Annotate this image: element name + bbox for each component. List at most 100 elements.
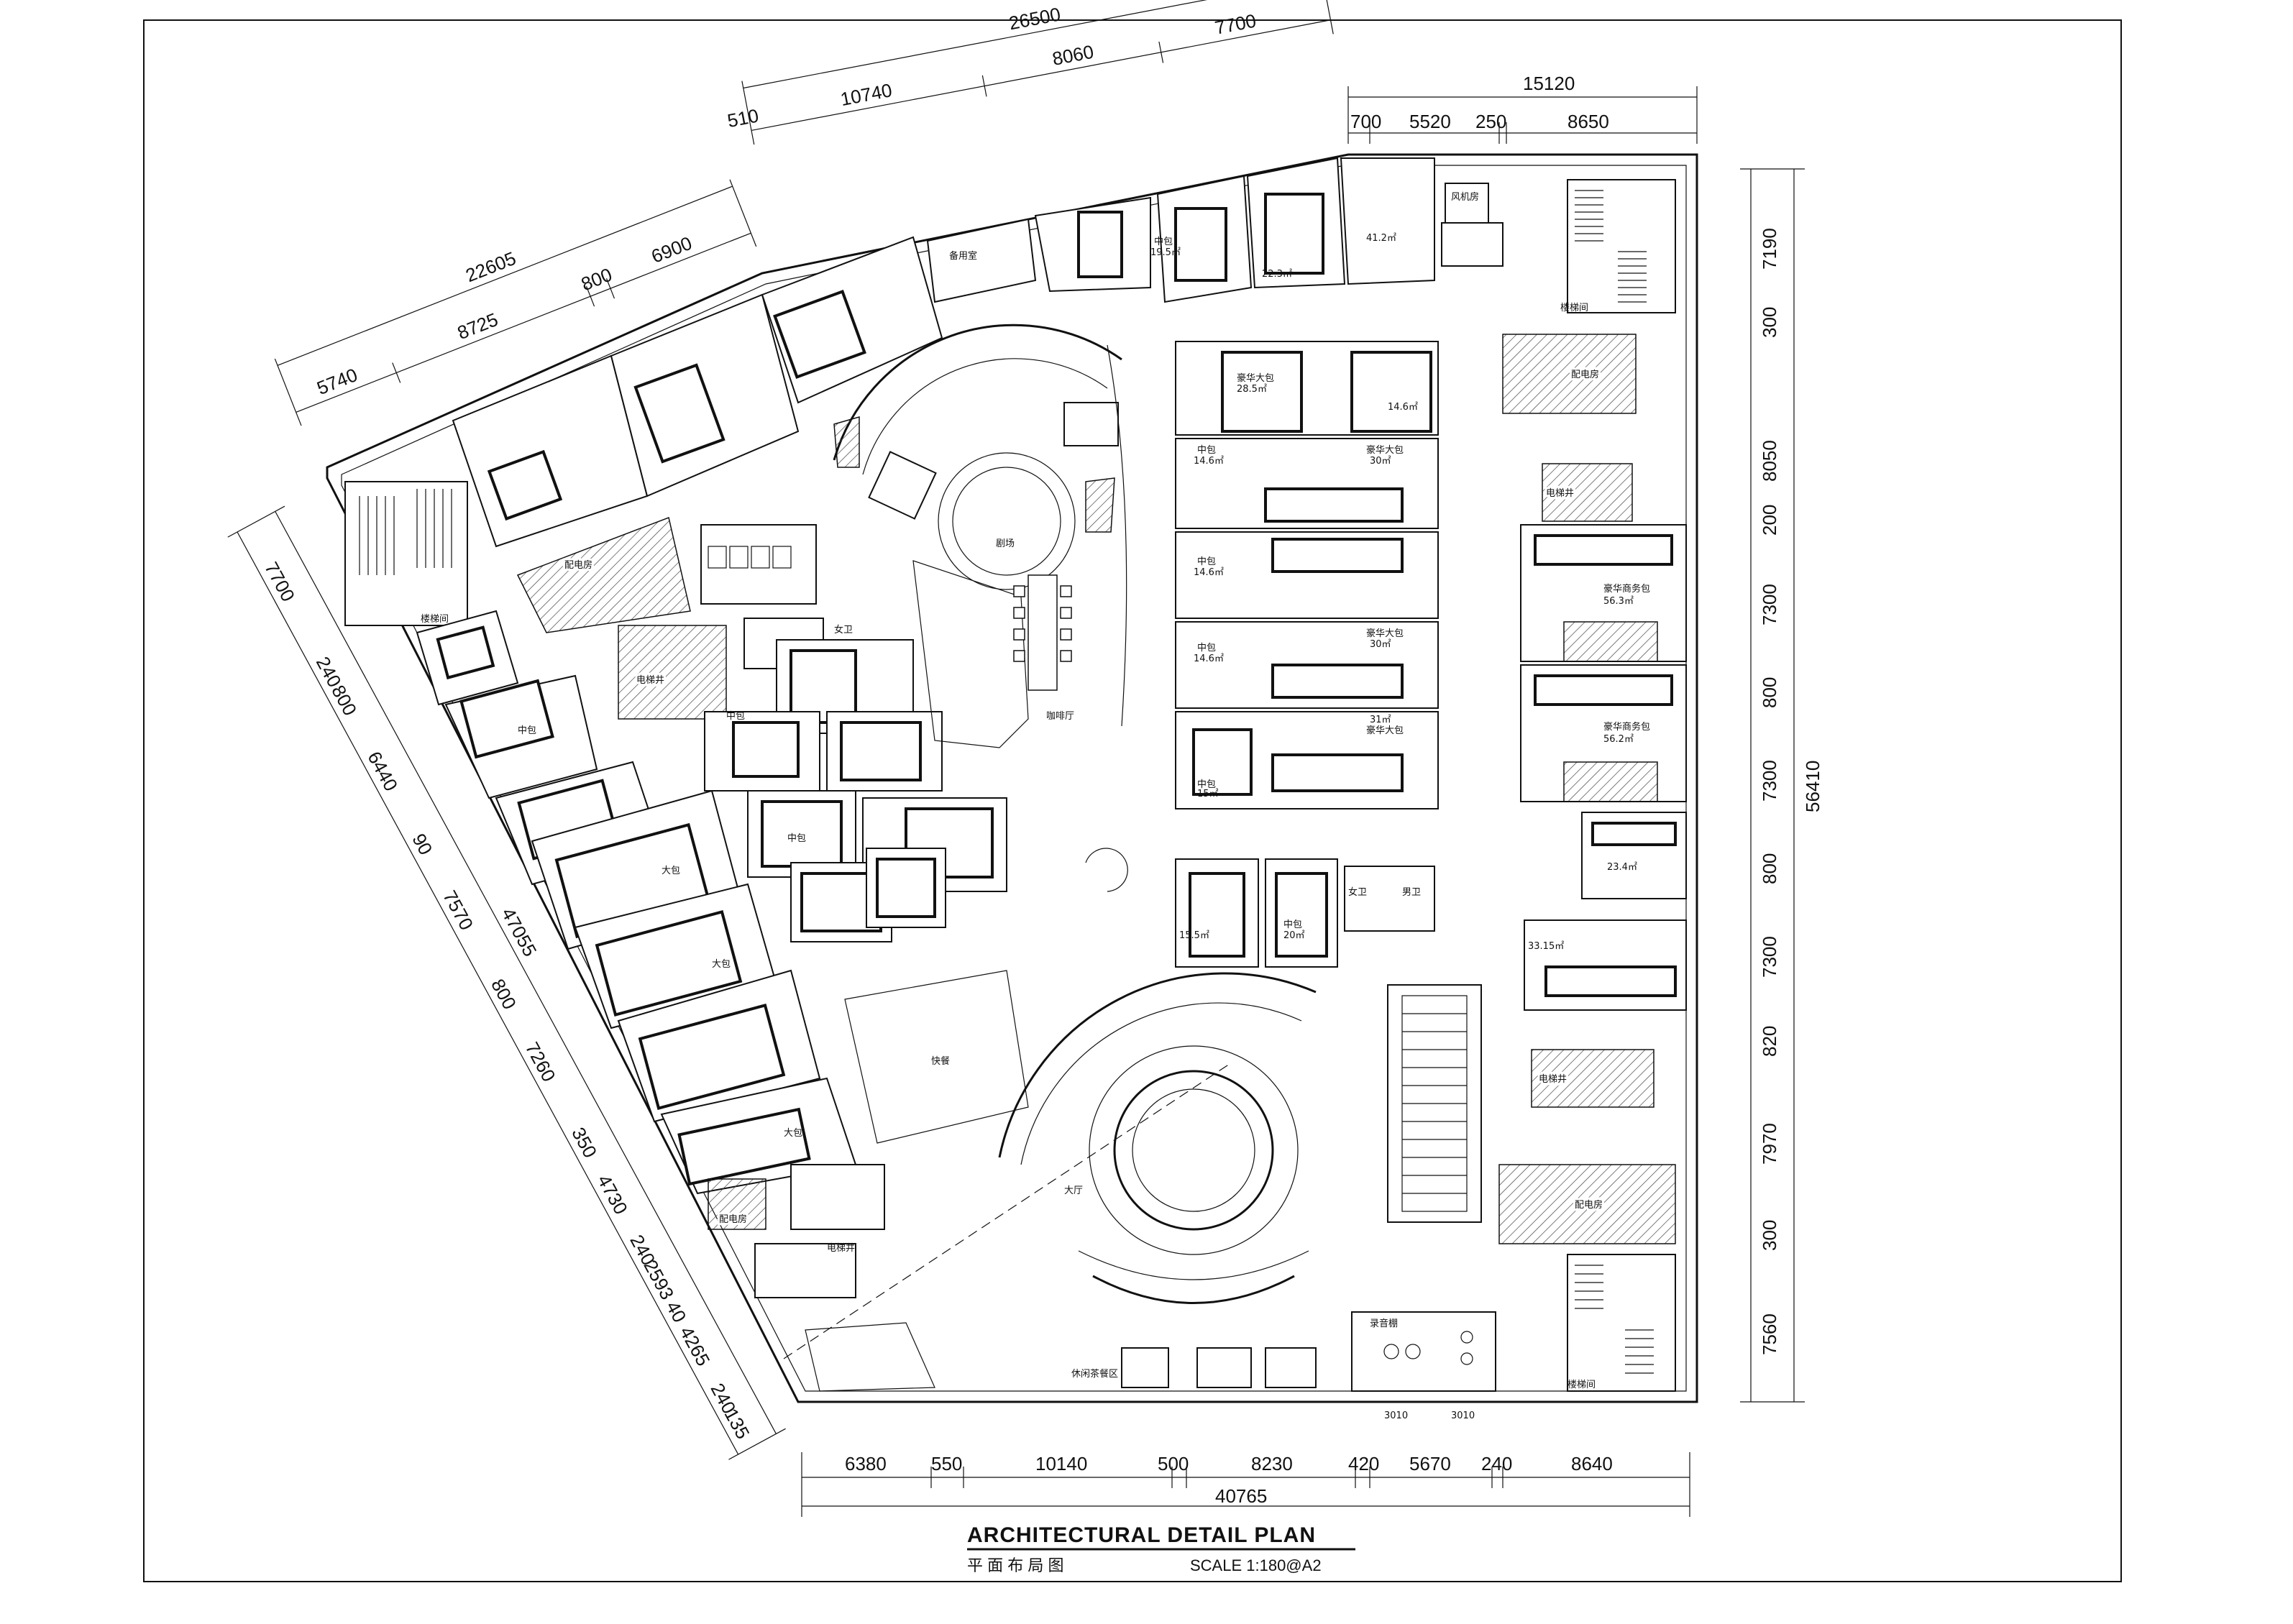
- dim-350: 350: [567, 1124, 601, 1161]
- theater-hatch-right: [1085, 477, 1115, 533]
- booth-mid-c2: [840, 721, 922, 781]
- dim-7560: 7560: [1759, 1313, 1780, 1355]
- dim-56410: 56410: [1802, 761, 1823, 812]
- lobby-arc-inner: [1020, 1002, 1302, 1165]
- theater-booth-b: [1063, 402, 1119, 446]
- toilet-block-sw: [790, 1164, 885, 1230]
- dim-6900: 6900: [649, 232, 695, 267]
- stage-1: [1563, 621, 1658, 662]
- luxury-room-4-label: 豪华大包: [1366, 628, 1404, 639]
- mid-room-2-label: 中包: [1197, 445, 1216, 456]
- booth-room-2-left: [487, 449, 563, 521]
- studio-seat-2: [1405, 1344, 1421, 1359]
- mid-room-top-area: 14.6㎡: [1388, 402, 1418, 413]
- booth-2: [1534, 674, 1673, 706]
- dim-800-left-b: 800: [487, 976, 521, 1013]
- power-room-left: [516, 516, 691, 633]
- dim-300b: 300: [1759, 1220, 1780, 1251]
- theater-stage-outer: [938, 452, 1076, 590]
- theater-stage-inner: [952, 467, 1061, 576]
- lobby-ring-inner: [1132, 1088, 1255, 1212]
- power-room-right: [1498, 1164, 1676, 1244]
- cafe-label: 咖啡厅: [1046, 711, 1074, 722]
- recording-studio: 录音棚: [1351, 1311, 1496, 1392]
- dim-4265: 4265: [676, 1323, 715, 1370]
- stair-steps-left: [359, 489, 452, 575]
- dim-10140: 10140: [1035, 1453, 1087, 1474]
- stair-bottom-right: [1567, 1254, 1676, 1392]
- cafe-curve-wall: [1107, 344, 1127, 727]
- women-washroom-label: 女卫: [1348, 886, 1367, 898]
- booth-west-1: [436, 625, 495, 680]
- booth-mid-7: [1275, 872, 1328, 958]
- cafe-chair-5: [1060, 585, 1072, 597]
- booth-mid-5: [1192, 728, 1253, 796]
- power-room-sw: [708, 1178, 766, 1230]
- luxury-room-4-area: 30㎡: [1370, 639, 1391, 650]
- mid-room-4-area: 14.6㎡: [1194, 653, 1224, 664]
- room-18-area: 23.4㎡: [1607, 862, 1637, 873]
- dim-510: 510: [726, 105, 760, 132]
- fast-food-label: 快餐: [931, 1055, 950, 1067]
- fan-room-label: 风机房: [1451, 191, 1479, 203]
- dim-420: 420: [1348, 1453, 1379, 1474]
- stair-steps-top-right: [1575, 190, 1647, 303]
- mid-room-7-label: 中包: [1283, 919, 1302, 930]
- mid-room-top-area2: 19.5㎡: [1150, 247, 1181, 258]
- cafe-chair-4: [1013, 650, 1025, 662]
- dim-3010a: 3010: [1384, 1410, 1408, 1421]
- dim-10740: 10740: [838, 79, 894, 110]
- booth-lux-5: [1271, 753, 1404, 792]
- power-room-top: [1502, 334, 1637, 414]
- studio-seat-4: [1460, 1352, 1473, 1365]
- stage-2: [1563, 761, 1658, 802]
- dim-6440: 6440: [363, 748, 402, 794]
- booth-room-7: [1174, 207, 1227, 282]
- mid-room-2-area: 14.6㎡: [1194, 456, 1224, 467]
- dim-6380: 6380: [845, 1453, 887, 1474]
- women-washroom-left-label: 女卫: [834, 624, 853, 636]
- booth-c6: [876, 858, 936, 918]
- dim-250: 250: [1475, 111, 1506, 132]
- dim-7700: 7700: [1213, 10, 1258, 39]
- washrooms-center: [1344, 866, 1435, 932]
- room-west-2-label: 中包: [518, 725, 536, 736]
- dim-15120: 15120: [1523, 73, 1575, 94]
- booth-lux-a: [1221, 351, 1303, 433]
- cafe-outline: [912, 560, 1029, 748]
- room-11-top-area: 22.3㎡: [1262, 269, 1292, 280]
- studio-seat-1: [1383, 1344, 1399, 1359]
- booth-1: [1534, 534, 1673, 566]
- recording-studio-label: 录音棚: [1370, 1318, 1398, 1329]
- power-room-left-label: 配电房: [564, 559, 592, 571]
- dim-5670: 5670: [1409, 1453, 1451, 1474]
- room-13-area: 33.15㎡: [1528, 941, 1564, 952]
- cafe-chair-3: [1013, 628, 1025, 641]
- lobby-arc-outer: [998, 972, 1317, 1158]
- spare-room-label: 备用室: [949, 250, 977, 262]
- toilet-stall-4: [772, 546, 792, 569]
- booth-mid-c3: [761, 800, 843, 868]
- escalator: [1387, 984, 1482, 1223]
- lobby-axis-line: [783, 1063, 1230, 1359]
- sheet-border: [143, 19, 2122, 1582]
- dim-8060: 8060: [1051, 41, 1095, 70]
- booth-mid-c1: [732, 721, 800, 778]
- booth-room-8a: [633, 363, 726, 464]
- dim-8050: 8050: [1759, 440, 1780, 482]
- dim-8230: 8230: [1251, 1453, 1293, 1474]
- men-washroom-label: 男卫: [1402, 887, 1421, 898]
- center-booth-cluster: 中包 中包: [704, 639, 1007, 942]
- dim-500: 500: [1158, 1453, 1189, 1474]
- booth-lux-3: [1271, 538, 1404, 573]
- tea-booth-2: [1196, 1347, 1252, 1388]
- luxury-business-room-2-area: 56.2㎡: [1603, 734, 1634, 745]
- cafe-chair-6: [1060, 607, 1072, 619]
- luxury-room-5-label: 豪华大包: [1366, 725, 1404, 736]
- mid-room-7-area: 20㎡: [1283, 930, 1305, 941]
- washroom-top: [1441, 222, 1504, 267]
- stair-steps-bottom-right: [1575, 1265, 1654, 1374]
- spare-room: [926, 218, 1037, 303]
- dim-7260: 7260: [521, 1038, 560, 1085]
